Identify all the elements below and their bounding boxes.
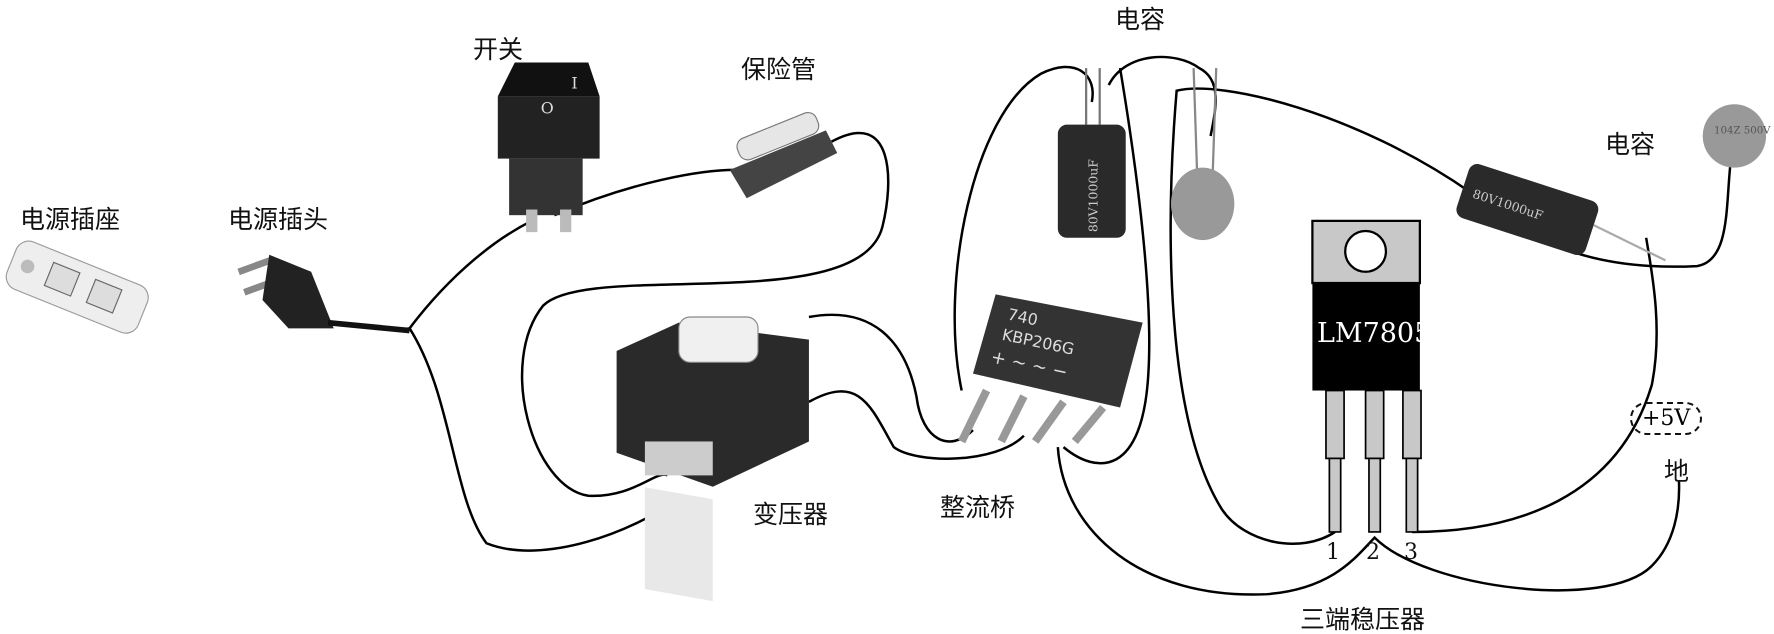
ceramic-marking: 104Z 500V xyxy=(1714,126,1771,137)
electrolytic-marking-1: 80V1000uF xyxy=(1085,159,1100,232)
electrolytic-capacitor-2-image: 80V1000uF xyxy=(1456,163,1666,262)
rocker-switch-image: OI xyxy=(497,62,600,233)
pin-2-label: 2 xyxy=(1366,540,1380,565)
pin-1-label: 1 xyxy=(1326,540,1340,565)
pin-3-label: 3 xyxy=(1404,540,1418,565)
switch-label: 开关 xyxy=(473,35,524,64)
wire-rectifier-minus-to-cap xyxy=(1062,67,1151,465)
bridge-rectifier-image: 740 KBP206G + ~ ~ − xyxy=(958,294,1143,444)
rectifier-label: 整流桥 xyxy=(940,493,1016,522)
wire-pin1 xyxy=(1169,87,1472,545)
plug-label: 电源插头 xyxy=(228,205,329,234)
plus5v-output-label: +5V xyxy=(1630,402,1703,435)
regulator-model-label: LM7805 xyxy=(1317,318,1432,349)
wire-transformer-to-rectifier-b xyxy=(808,390,1025,460)
wire-pin3-to-output xyxy=(1411,237,1658,534)
fuse-label: 保险管 xyxy=(741,55,817,84)
power-socket-image xyxy=(5,240,149,334)
transformer-label: 变压器 xyxy=(753,500,829,529)
wire-plug-to-switch xyxy=(327,219,533,331)
ceramic-capacitor-2-image: 104Z 500V xyxy=(1702,104,1771,168)
ceramic-capacitor-1-image xyxy=(1170,68,1235,241)
electrolytic-capacitor-1-image: 80V1000uF xyxy=(1057,68,1126,238)
svg-text:O: O xyxy=(541,98,554,117)
svg-text:I: I xyxy=(571,73,577,92)
wire-plug-to-transformer xyxy=(408,327,680,552)
ground-label: 地 xyxy=(1664,457,1690,486)
wire-rectifier-plus xyxy=(953,65,1094,391)
capacitor-2-label: 电容 xyxy=(1605,130,1656,159)
wire-fuse-loop xyxy=(520,132,890,498)
wire-transformer-to-rectifier-a xyxy=(808,313,974,443)
lm7805-regulator-image xyxy=(1311,219,1422,533)
transformer-image xyxy=(616,316,809,602)
fuse-holder-image xyxy=(729,111,838,199)
power-plug-image xyxy=(237,254,410,334)
wires xyxy=(327,55,1733,596)
socket-label: 电源插座 xyxy=(20,205,121,234)
wire-rectifier-minus-to-gnd xyxy=(1056,447,1681,596)
capacitor-1-label: 电容 xyxy=(1115,5,1166,34)
regulator-label: 三端稳压器 xyxy=(1300,605,1426,634)
